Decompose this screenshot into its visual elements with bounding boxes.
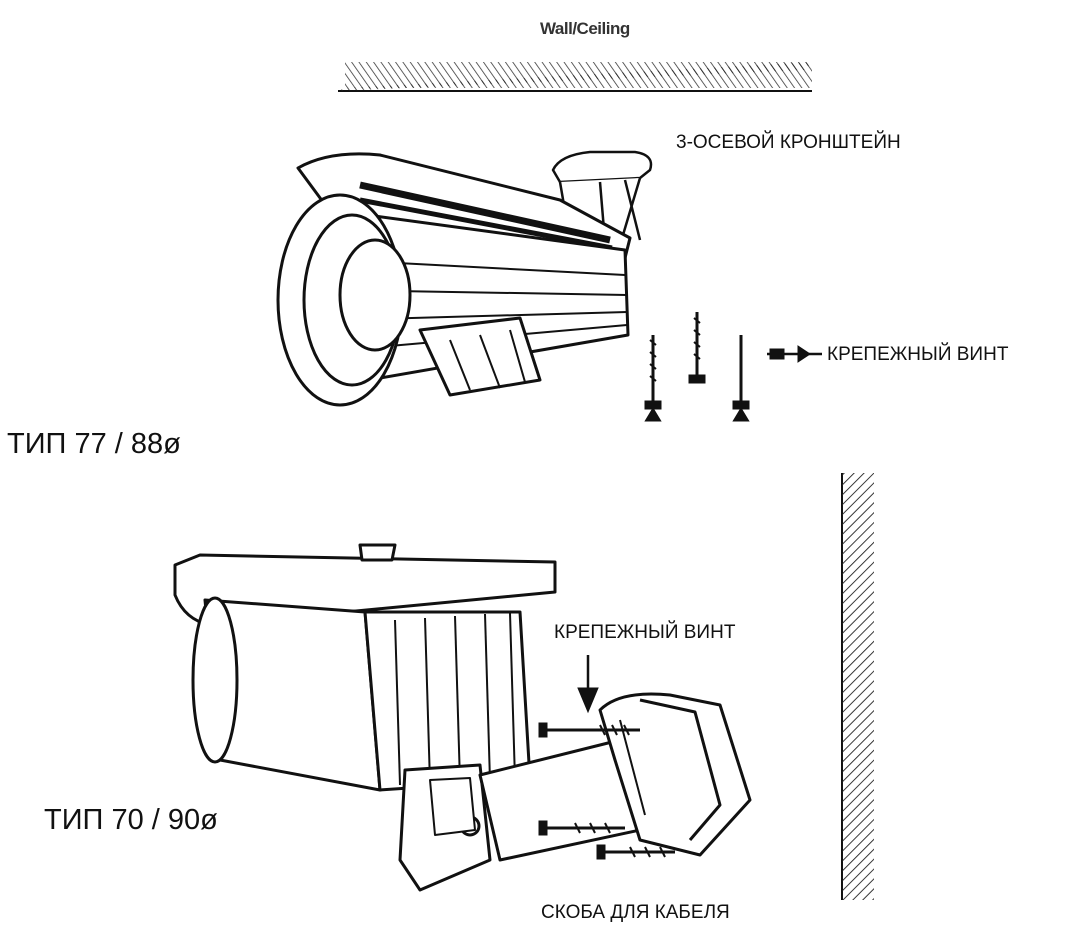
ceiling-surface: [338, 62, 812, 92]
mounting-screws-bottom: [538, 722, 675, 860]
mounting-screw-bottom-label: КРЕПЕЖНЫЙ ВИНТ: [554, 622, 736, 643]
bullet-camera-bottom: [173, 543, 557, 892]
cable-clip-label: СКОБА ДЛЯ КАБЕЛЯ: [541, 902, 730, 923]
mounting-screw-top-label: КРЕПЕЖНЫЙ ВИНТ: [827, 344, 1009, 365]
three-axis-bracket-label: 3-ОСЕВОЙ КРОНШТЕЙН: [676, 132, 901, 153]
type-70-90-label: ТИП 70 / 90ø: [44, 804, 218, 836]
bullet-camera-top: [276, 152, 632, 407]
wall-ceiling-label: Wall/Ceiling: [540, 19, 630, 38]
wall-surface: [841, 473, 874, 900]
mounting-screws-top: [644, 312, 750, 422]
screw-pointer-bottom: [577, 655, 599, 714]
type-77-88-label: ТИП 77 / 88ø: [7, 428, 181, 460]
screw-pointer-top: [767, 345, 822, 363]
wall-bracket-bottom: [478, 692, 752, 862]
